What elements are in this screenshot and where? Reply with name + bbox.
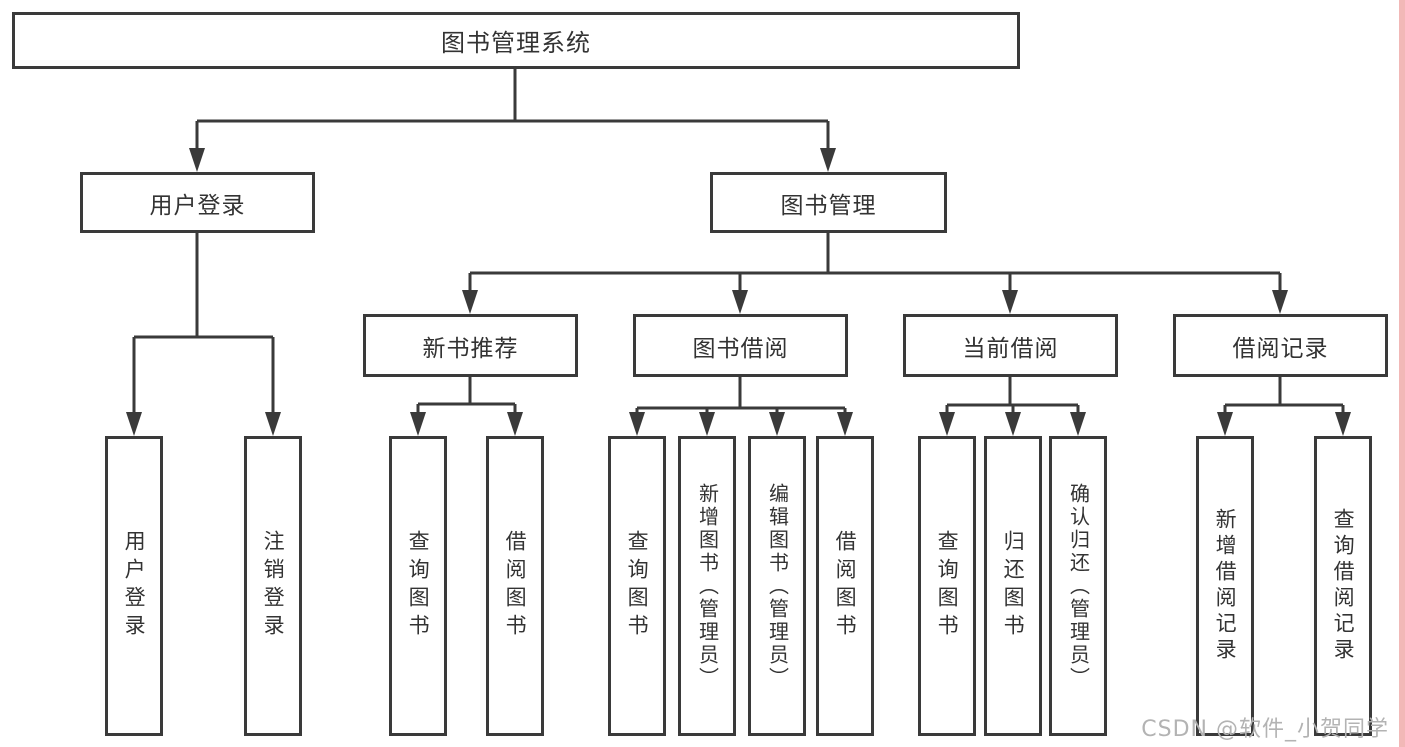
node-book-management: 图书管理: [710, 172, 947, 233]
node-current-borrowing: 当前借阅: [903, 314, 1118, 377]
node-book-borrowing: 图书借阅: [633, 314, 848, 377]
node-label: 新书推荐: [422, 335, 519, 362]
leaf-confirm-return-admin: 确认归还（管理员）: [1049, 436, 1107, 736]
leaf-borrow-books-recommend: 借阅图书: [486, 436, 544, 736]
node-label: 用户登录: [122, 530, 147, 642]
node-label: 查询图书: [625, 530, 650, 642]
leaf-borrow-books-borrowing: 借阅图书: [816, 436, 874, 736]
leaf-query-borrow-record: 查询借阅记录: [1314, 436, 1372, 736]
leaf-logout: 注销登录: [244, 436, 302, 736]
leaf-add-books-admin: 新增图书（管理员）: [678, 436, 736, 736]
right-edge-strip: [1399, 0, 1405, 747]
leaf-query-books-borrowing: 查询图书: [608, 436, 666, 736]
node-label: 图书借阅: [692, 335, 789, 362]
node-label: 新增图书（管理员）: [695, 482, 720, 690]
leaf-edit-books-admin: 编辑图书（管理员）: [748, 436, 806, 736]
leaf-user-login: 用户登录: [105, 436, 163, 736]
node-label: 编辑图书（管理员）: [765, 482, 790, 690]
node-label: 图书管理系统: [441, 29, 591, 57]
arrowhead-icons: [126, 148, 1351, 436]
node-label: 新增借阅记录: [1213, 508, 1238, 664]
node-label: 归还图书: [1001, 530, 1026, 642]
leaf-query-books-current: 查询图书: [918, 436, 976, 736]
node-label: 用户登录: [149, 192, 246, 219]
node-label: 图书管理: [780, 192, 877, 219]
node-label: 查询图书: [406, 530, 431, 642]
node-label: 查询图书: [935, 530, 960, 642]
node-user-login: 用户登录: [80, 172, 315, 233]
node-label: 当前借阅: [962, 335, 1059, 362]
csdn-watermark: CSDN @软件_小贺同学: [1141, 717, 1389, 742]
node-borrowing-records: 借阅记录: [1173, 314, 1388, 377]
leaf-return-books: 归还图书: [984, 436, 1042, 736]
node-new-book-recommendation: 新书推荐: [363, 314, 578, 377]
node-label: 借阅记录: [1232, 335, 1329, 362]
node-label: 查询借阅记录: [1331, 508, 1356, 664]
node-label: 借阅图书: [833, 530, 858, 642]
node-label: 注销登录: [261, 530, 286, 642]
leaf-query-books-recommend: 查询图书: [389, 436, 447, 736]
leaf-add-borrow-record: 新增借阅记录: [1196, 436, 1254, 736]
node-label: 确认归还（管理员）: [1066, 482, 1091, 690]
node-label: 借阅图书: [503, 530, 528, 642]
node-root-library-system: 图书管理系统: [12, 12, 1020, 69]
